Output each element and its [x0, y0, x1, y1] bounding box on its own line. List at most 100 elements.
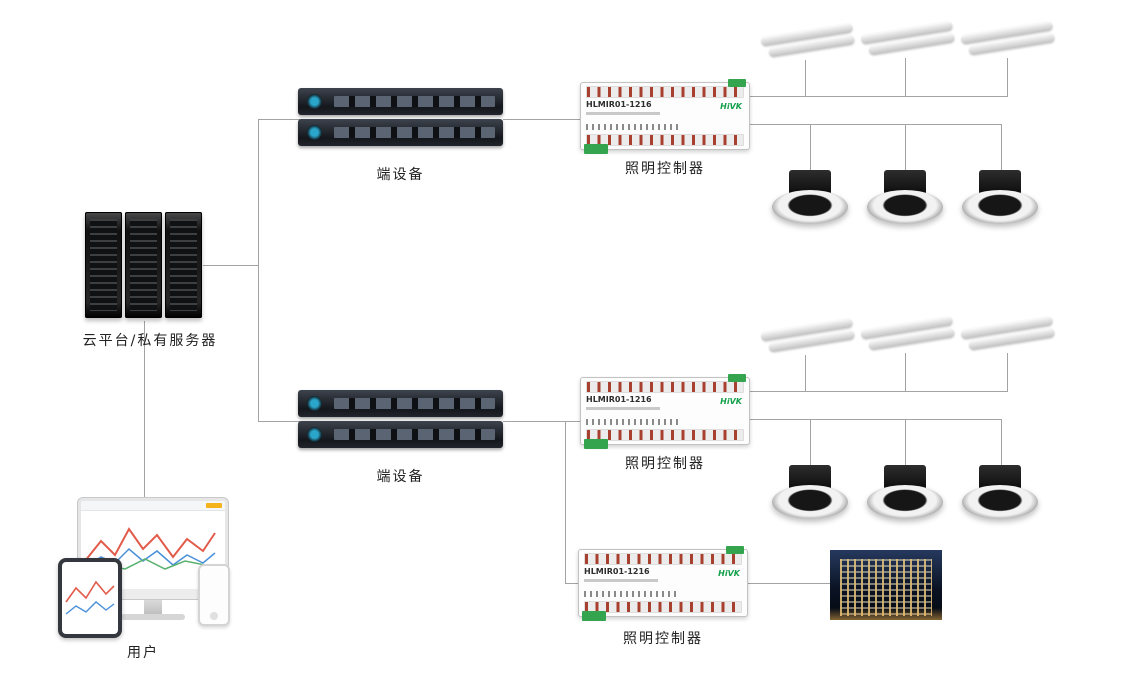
connector-line: [1007, 353, 1008, 391]
end-device-2: [298, 390, 503, 452]
brand-logo: HiVK: [720, 397, 742, 406]
dashboard-header: [81, 501, 225, 511]
rack-unit: [298, 390, 503, 417]
building-image: [830, 550, 942, 620]
connector-line: [565, 583, 578, 584]
controller-face: HLMIR01-1216 HiVK: [584, 567, 742, 599]
terminal-row: [586, 86, 744, 98]
server-tower: [85, 212, 122, 318]
tube-light: [760, 317, 856, 356]
downlight-ring: [962, 485, 1038, 519]
connector-line: [905, 419, 906, 467]
controller-subtitle: [586, 112, 660, 115]
controller-subtitle: [584, 579, 658, 582]
connector-line: [1001, 124, 1002, 172]
connector-line: [748, 419, 1002, 420]
connector-line: [905, 353, 906, 391]
rack-unit: [298, 119, 503, 146]
end-device-1-label: 端设备: [376, 167, 425, 183]
user-devices: [58, 498, 293, 638]
downlight: [962, 170, 1038, 226]
green-terminal: [582, 611, 606, 621]
controller-3-label: 照明控制器: [623, 631, 703, 647]
tablet-chart-graphic: [65, 580, 115, 615]
downlight-ring: [772, 485, 848, 519]
connector-line: [748, 391, 1008, 392]
lighting-controller-1: HLMIR01-1216 HiVK: [580, 79, 750, 154]
tube-light: [860, 315, 956, 354]
downlight-ring: [867, 190, 943, 224]
terminal-row: [586, 381, 744, 393]
end-device-1: [298, 88, 503, 150]
connector-line: [905, 124, 906, 172]
server-tower: [125, 212, 162, 318]
led-indicators: [586, 419, 682, 425]
led-indicators: [584, 591, 680, 597]
controller-1-label: 照明控制器: [625, 161, 705, 177]
downlight: [772, 170, 848, 226]
downlight-ring: [867, 485, 943, 519]
terminal-row: [584, 553, 742, 565]
controller-model: HLMIR01-1216: [586, 100, 652, 109]
connector-line: [503, 119, 580, 120]
tube-light: [960, 20, 1056, 59]
brand-logo: HiVK: [720, 102, 742, 111]
led-indicators: [586, 124, 682, 130]
tube-light: [860, 20, 956, 59]
terminal-row: [586, 429, 744, 441]
connector-line: [810, 124, 811, 172]
controller-model: HLMIR01-1216: [584, 567, 650, 576]
connector-line: [905, 58, 906, 96]
connector-line: [258, 119, 300, 120]
terminal-row: [584, 601, 742, 613]
connector-line: [805, 60, 806, 96]
server-tower: [165, 212, 202, 318]
downlight: [867, 170, 943, 226]
rack-unit: [298, 88, 503, 115]
cloud-server-label: 云平台/私有服务器: [82, 333, 218, 349]
connector-line: [748, 124, 1002, 125]
cloud-server-rack: [85, 212, 202, 318]
monitor-stand: [144, 599, 162, 614]
connector-line: [203, 265, 259, 266]
green-terminal: [584, 144, 608, 154]
lighting-controller-2: HLMIR01-1216 HiVK: [580, 374, 750, 449]
downlight: [962, 465, 1038, 521]
green-terminal: [584, 439, 608, 449]
smartphone: [198, 564, 230, 626]
rack-unit: [298, 421, 503, 448]
phone-home-button: [210, 612, 218, 620]
green-terminal: [728, 374, 746, 382]
terminal-row: [586, 134, 744, 146]
connector-line: [748, 96, 1008, 97]
brand-logo: HiVK: [718, 569, 740, 578]
downlight-ring: [962, 190, 1038, 224]
downlight-ring: [772, 190, 848, 224]
connector-line: [810, 419, 811, 467]
end-device-2-label: 端设备: [376, 469, 425, 485]
controller-subtitle: [586, 407, 660, 410]
tube-light: [760, 22, 856, 61]
connector-line: [258, 421, 300, 422]
downlight: [867, 465, 943, 521]
connector-line: [1001, 419, 1002, 467]
connector-line: [503, 421, 580, 422]
connector-line: [565, 421, 566, 583]
tube-light: [960, 315, 1056, 354]
tablet: [58, 558, 122, 638]
controller-2-label: 照明控制器: [625, 456, 705, 472]
connector-line: [258, 119, 259, 422]
controller-model: HLMIR01-1216: [586, 395, 652, 404]
building-glow: [830, 608, 942, 620]
monitor-base: [121, 614, 185, 620]
user-label: 用户: [127, 645, 159, 661]
controller-face: HLMIR01-1216 HiVK: [586, 100, 744, 132]
connector-line: [805, 355, 806, 391]
building-windows: [840, 559, 932, 616]
downlight: [772, 465, 848, 521]
green-terminal: [726, 546, 744, 554]
connector-line: [748, 583, 830, 584]
green-terminal: [728, 79, 746, 87]
lighting-controller-3: HLMIR01-1216 HiVK: [578, 546, 748, 621]
